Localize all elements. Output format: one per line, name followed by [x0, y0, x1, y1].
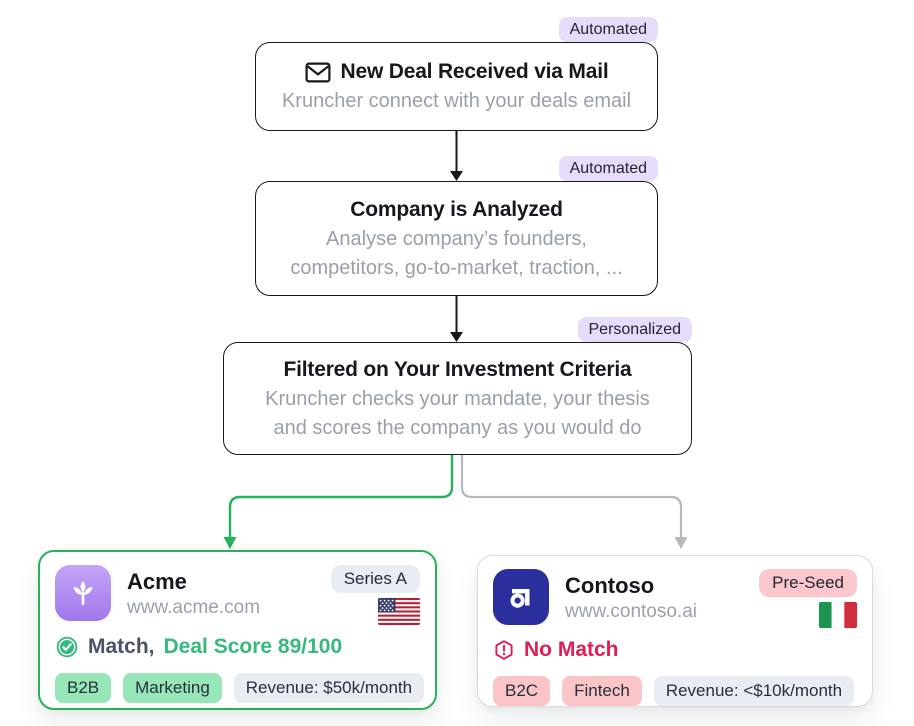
italy-flag [819, 602, 857, 628]
company-website: www.acme.com [127, 597, 261, 618]
acme-logo [55, 565, 111, 621]
no-match-card-contoso: Contoso www.contoso.ai Pre-Seed [477, 555, 873, 707]
check-circle-icon [56, 636, 78, 658]
step-subtitle-line: Analyse company’s founders, [326, 227, 587, 250]
arrow-no-match-branch [460, 455, 688, 549]
alert-hexagon-icon [495, 640, 513, 660]
no-match-status: No Match [524, 638, 619, 661]
step-subtitle-line: and scores the company as you would do [273, 416, 642, 439]
automated-badge-step2: Automated [558, 156, 658, 181]
stage-badge: Series A [330, 565, 420, 593]
match-status-prefix: Match, [88, 635, 155, 658]
personalized-badge-step3: Personalized [577, 317, 692, 342]
us-flag [378, 598, 420, 625]
tag-revenue: Revenue: $50k/month [233, 673, 425, 703]
step-subtitle-line: competitors, go-to-market, traction, ... [290, 256, 623, 279]
stage-badge: Pre-Seed [759, 569, 857, 597]
step-title: Company is Analyzed [350, 197, 563, 221]
match-card-acme: Acme www.acme.com Series A [38, 550, 437, 710]
tag-marketing: Marketing [123, 673, 222, 703]
step-filtered-criteria: Filtered on Your Investment Criteria Kru… [223, 342, 692, 455]
arrow-step1-step2 [450, 131, 463, 181]
step-new-deal-received: New Deal Received via Mail Kruncher conn… [255, 42, 658, 131]
company-name: Acme [127, 569, 187, 594]
sprout-icon [73, 581, 93, 605]
arrow-step2-step3 [450, 296, 463, 342]
company-website: www.contoso.ai [565, 601, 698, 622]
deal-score: Deal Score 89/100 [163, 635, 343, 658]
company-name: Contoso [565, 573, 655, 598]
step-title: New Deal Received via Mail [340, 60, 609, 83]
tag-fintech: Fintech [562, 676, 642, 706]
tag-b2b: B2B [55, 673, 112, 703]
step-company-analyzed: Company is Analyzed Analyse company’s fo… [255, 181, 658, 296]
step-title: Filtered on Your Investment Criteria [283, 357, 632, 381]
arrow-match-branch [223, 455, 454, 549]
tag-b2c: B2C [493, 676, 551, 706]
step-subtitle: Kruncher connect with your deals email [281, 90, 632, 112]
mail-icon [305, 62, 331, 82]
automated-badge-step1: Automated [558, 17, 658, 42]
tag-revenue: Revenue: <$10k/month [653, 676, 855, 706]
step-subtitle-line: Kruncher checks your mandate, your thesi… [265, 387, 650, 410]
contoso-logo-icon [493, 569, 549, 625]
